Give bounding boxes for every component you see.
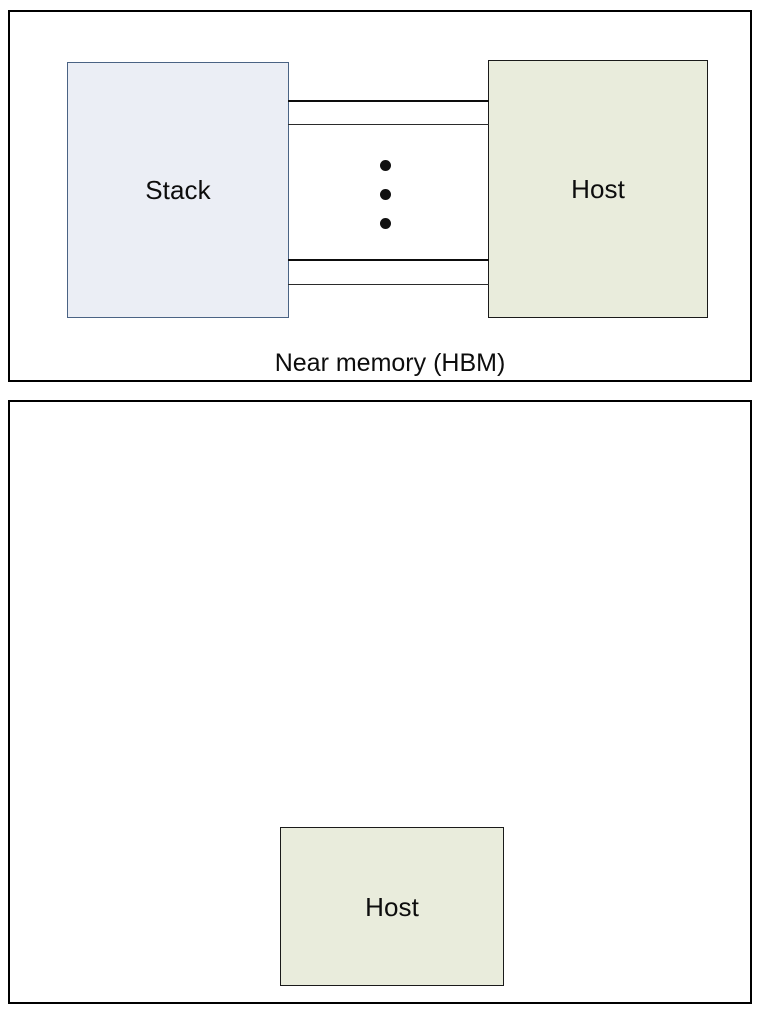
host-node-far-label: Host [365, 891, 419, 922]
bus-line-bottom-outer [288, 259, 489, 261]
ellipsis-dot-icon [380, 160, 391, 171]
ellipsis-dot-icon [380, 218, 391, 229]
ellipsis-dot-icon [380, 189, 391, 200]
bus-line-bottom-inner [288, 284, 489, 285]
near-memory-caption: Near memory (HBM) [274, 349, 506, 377]
host-node-near-label: Host [571, 174, 625, 204]
bus-line-top-inner [288, 124, 489, 125]
host-node-near[interactable]: Host [488, 60, 708, 318]
bus-line-top-outer [288, 100, 489, 102]
near-memory-panel: Stack Host Near memory (HBM) [8, 10, 752, 382]
stack-node[interactable]: Stack [67, 62, 289, 318]
stack-node-label: Stack [145, 175, 211, 205]
far-memory-panel: Host Cube Cube Cube Cube Far memory (HBM… [8, 400, 752, 1004]
host-node-far[interactable]: Host [280, 827, 504, 986]
